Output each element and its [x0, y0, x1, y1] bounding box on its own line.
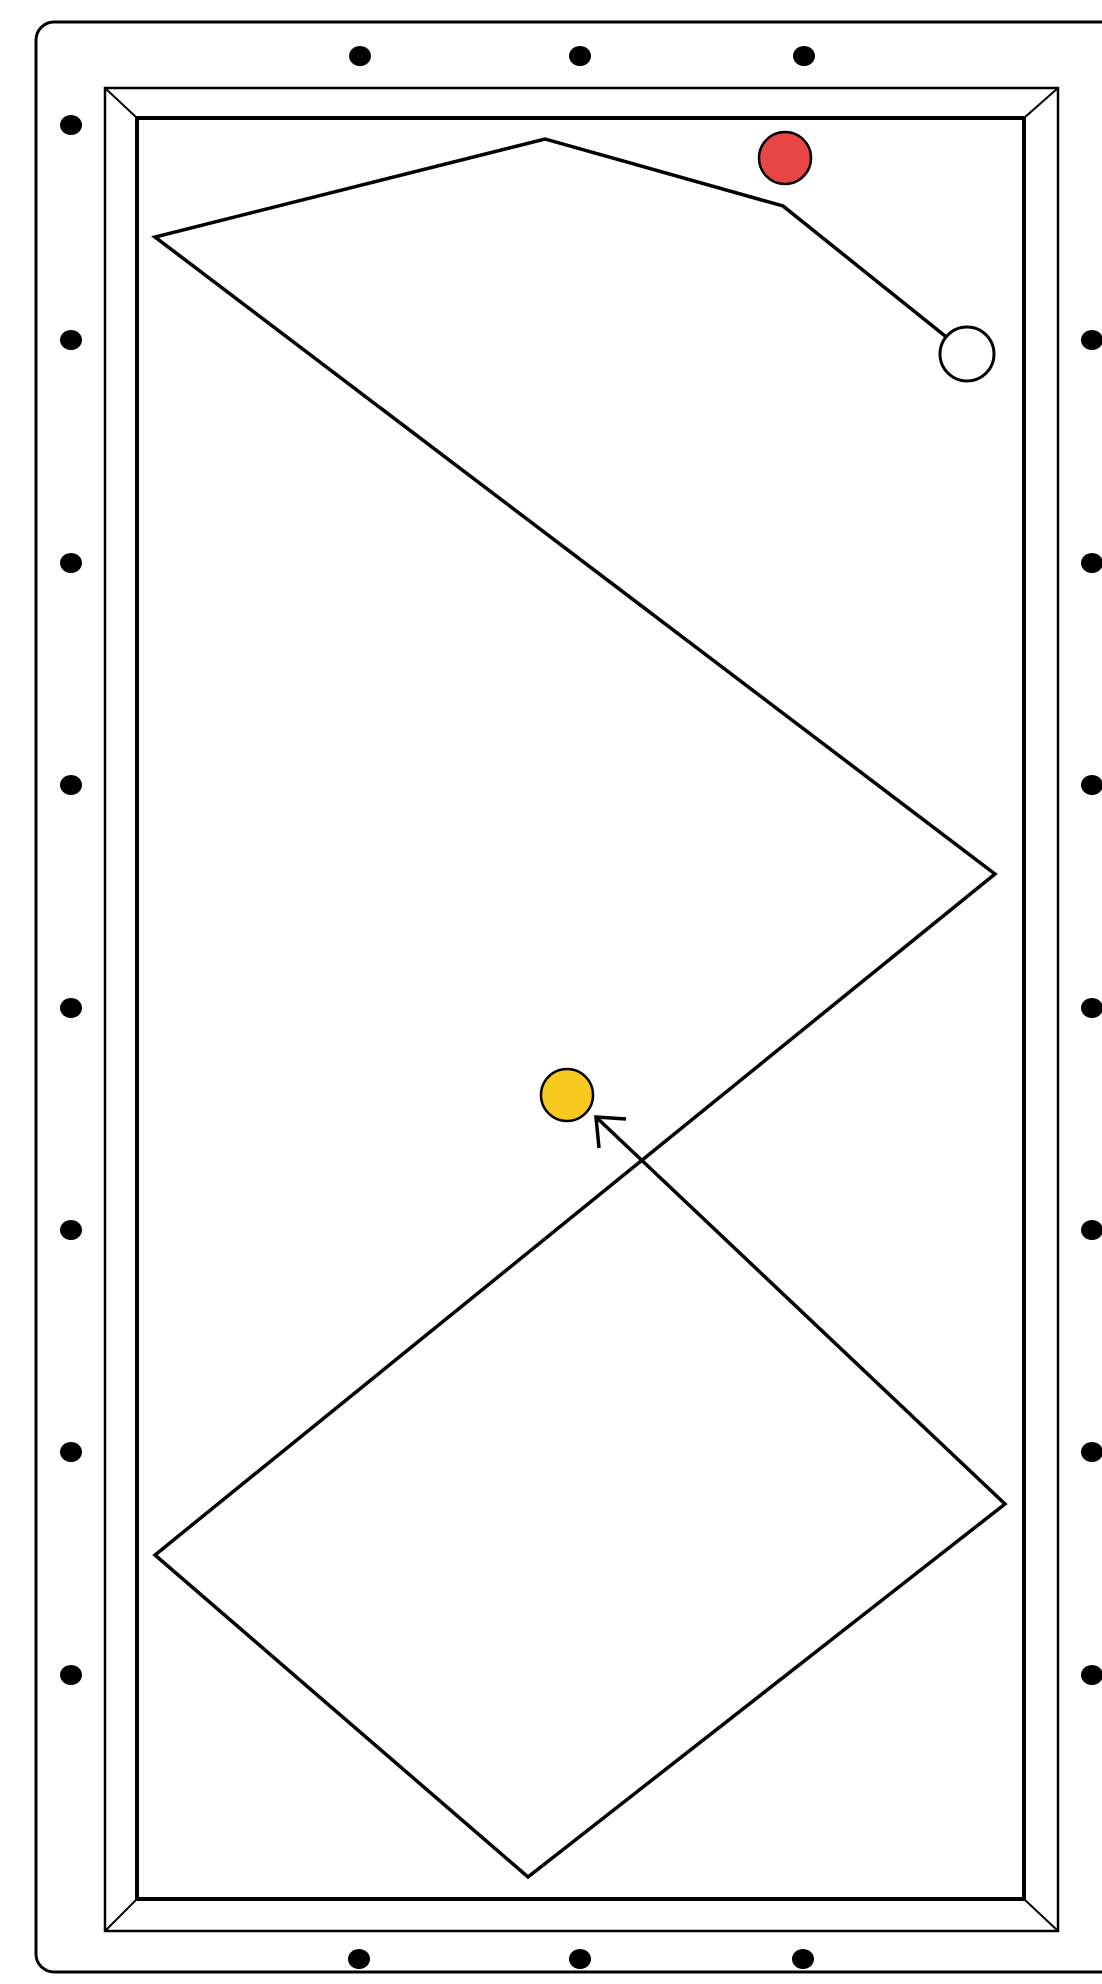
- diamond-top-0: [349, 46, 371, 66]
- diamond-left-10: [60, 998, 82, 1018]
- diamond-bottom-3: [348, 1949, 370, 1969]
- diamond-top-1: [569, 46, 591, 66]
- red-ball: [759, 132, 811, 184]
- diamond-left-7: [60, 330, 82, 350]
- diamond-right-15: [1081, 553, 1102, 573]
- diamond-top-2: [793, 46, 815, 66]
- diamond-right-14: [1081, 330, 1102, 350]
- diamond-bottom-5: [792, 1949, 814, 1969]
- diamond-left-9: [60, 775, 82, 795]
- cue-ball: [940, 327, 994, 381]
- diamond-left-12: [60, 1442, 82, 1462]
- diamond-right-19: [1081, 1442, 1102, 1462]
- diamond-right-20: [1081, 1665, 1102, 1685]
- diamond-right-16: [1081, 775, 1102, 795]
- diamond-right-17: [1081, 998, 1102, 1018]
- yellow-ball: [541, 1069, 593, 1121]
- diamond-right-18: [1081, 1220, 1102, 1240]
- diamond-left-6: [60, 115, 82, 135]
- diamond-left-8: [60, 553, 82, 573]
- playing-surface: [137, 118, 1024, 1899]
- diamond-left-11: [60, 1220, 82, 1240]
- diamond-left-13: [60, 1665, 82, 1685]
- diamond-bottom-4: [569, 1949, 591, 1969]
